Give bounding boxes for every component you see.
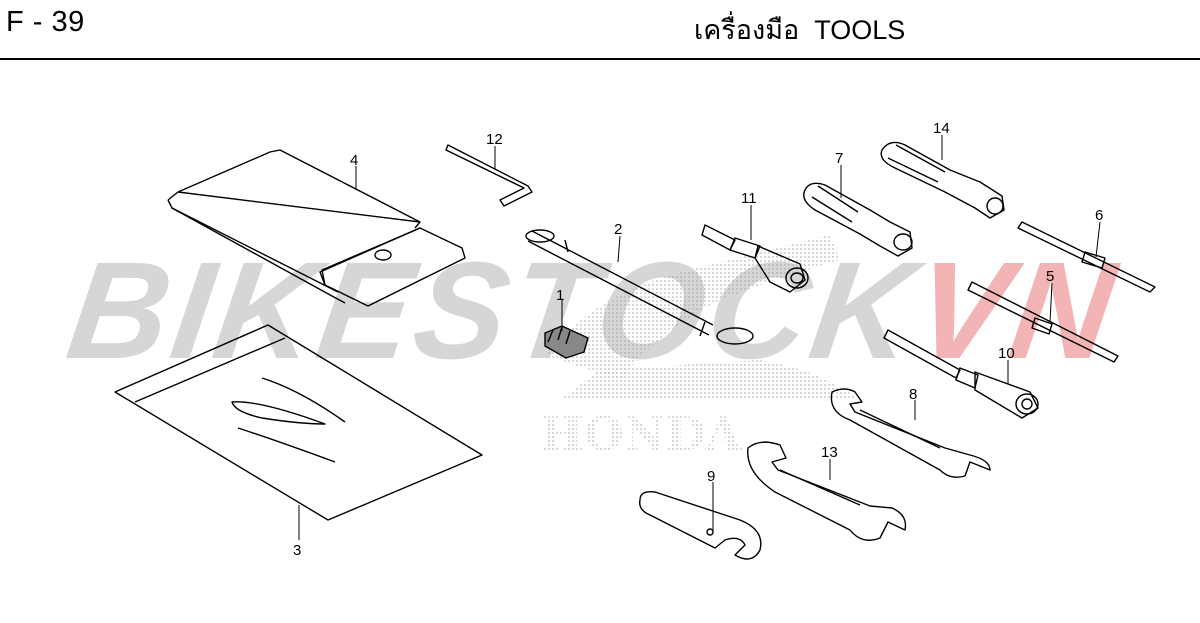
callout-12: 12 xyxy=(486,131,503,148)
extension-bar-icon xyxy=(525,229,754,345)
screwdriver-handle-icon xyxy=(803,182,913,257)
callout-3: 3 xyxy=(293,542,301,559)
page-title: เครื่องมือ TOOLS xyxy=(694,15,906,45)
screwdriver-bit-icon xyxy=(1017,221,1156,293)
callout-7: 7 xyxy=(835,150,843,167)
callout-leaders xyxy=(298,135,1101,540)
tool-pouch-icon xyxy=(167,149,466,307)
combination-wrench-icon xyxy=(747,441,907,541)
pin-spanner-icon xyxy=(639,490,762,560)
callout-1: 1 xyxy=(556,287,564,304)
callout-8: 8 xyxy=(909,386,917,403)
callout-14: 14 xyxy=(933,120,950,137)
page-code: F - 39 xyxy=(6,6,85,38)
honda-logo: HONDA xyxy=(540,235,860,461)
open-end-wrench-icon xyxy=(830,388,991,478)
screwdriver-grip-icon xyxy=(880,141,1005,219)
screwdriver-blade-icon xyxy=(967,281,1119,363)
honda-logo-text: HONDA xyxy=(540,407,742,461)
hex-key-icon xyxy=(445,144,533,207)
callout-11: 11 xyxy=(741,190,757,207)
callout-6: 6 xyxy=(1095,207,1103,224)
callout-9: 9 xyxy=(707,468,715,485)
box-wrench-icon xyxy=(883,329,1039,419)
callout-labels: 1 2 3 4 5 6 7 8 9 10 11 12 13 14 xyxy=(293,120,1103,559)
spark-plug-wrench-icon xyxy=(701,224,809,293)
callout-5: 5 xyxy=(1046,268,1054,285)
callout-2: 2 xyxy=(614,221,622,238)
callout-4: 4 xyxy=(350,152,358,169)
callout-13: 13 xyxy=(821,444,838,461)
tool-bag-icon xyxy=(114,324,483,521)
callout-10: 10 xyxy=(998,345,1015,362)
header-divider xyxy=(0,58,1200,60)
